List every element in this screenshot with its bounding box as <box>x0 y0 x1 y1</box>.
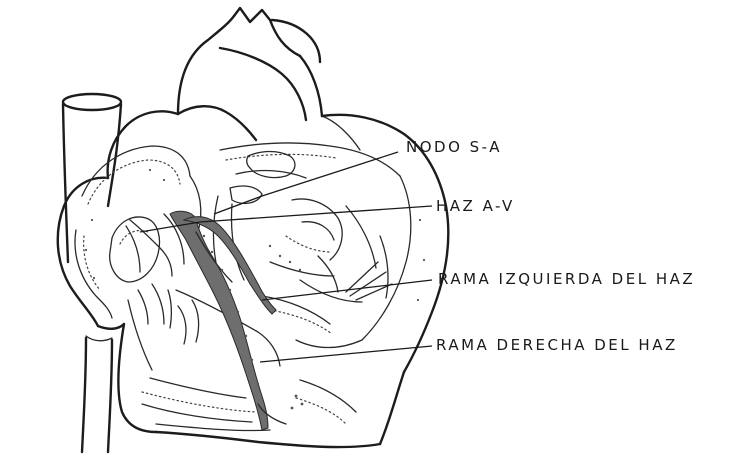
label-right-branch: RAMA DERECHA DEL HAZ <box>436 336 678 354</box>
aorta <box>178 8 360 150</box>
label-left-branch: RAMA IZQUIERDA DEL HAZ <box>438 270 695 288</box>
conduction-system <box>126 211 286 430</box>
label-sa-node: NODO S-A <box>406 138 502 156</box>
leader-sa-node <box>214 152 398 214</box>
valve-structures <box>262 199 392 334</box>
label-av-bundle: HAZ A-V <box>436 197 515 215</box>
leader-right-branch <box>260 346 432 362</box>
leader-left-branch <box>262 280 432 300</box>
chamber-walls <box>75 143 411 431</box>
